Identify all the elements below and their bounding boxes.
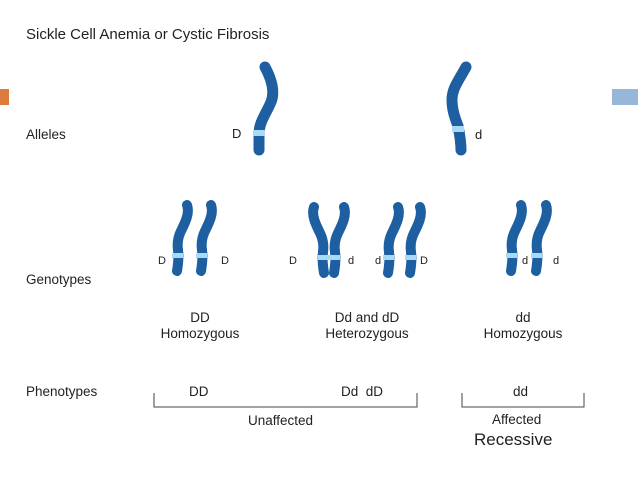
chromosome-pair-dD [383, 207, 421, 273]
zygosity-text: Homozygous [160, 326, 240, 341]
pair-DD-left-label: D [158, 255, 166, 267]
recessive-label: Recessive [474, 430, 553, 449]
zygosity-text: Homozygous [483, 326, 563, 341]
genotype-text: dd [515, 310, 531, 325]
right-accent-bar [612, 89, 638, 105]
pair-Dd-left-label: D [289, 255, 297, 267]
genotype-group-homozygous-dominant: DD Homozygous [140, 310, 260, 342]
affected-bracket [461, 393, 585, 408]
pair-dD-left-label: d [375, 255, 382, 267]
allele-label-recessive: d [475, 127, 483, 142]
alleles-row-label: Alleles [26, 127, 66, 142]
genotype-group-heterozygous: Dd and dD Heterozygous [302, 310, 432, 342]
pair-DD-right-label: D [221, 255, 229, 267]
genotype-group-homozygous-recessive: dd Homozygous [463, 310, 583, 342]
allele-label-dominant: D [232, 126, 242, 141]
pair-dd-left-label: d [522, 255, 529, 267]
zygosity-text: Heterozygous [325, 326, 409, 341]
phenotype-dd: dd [513, 384, 529, 399]
chromosome-pair-DD [172, 205, 212, 271]
pair-dd-right-label: d [553, 255, 560, 267]
unaffected-label: Unaffected [248, 413, 314, 428]
pair-Dd-right-label: d [348, 255, 355, 267]
genotype-text: Dd and dD [334, 310, 400, 325]
chromosome-pair-Dd [313, 207, 345, 273]
diagram-title: Sickle Cell Anemia or Cystic Fibrosis [26, 26, 270, 43]
left-accent-bar [0, 89, 9, 105]
genotype-text: DD [190, 310, 210, 325]
allele-chromosome-dominant [253, 61, 279, 156]
affected-label: Affected [492, 412, 542, 427]
phenotypes-row-label: Phenotypes [26, 384, 98, 399]
allele-chromosome-recessive [446, 61, 472, 156]
pair-dD-right-label: D [420, 255, 428, 267]
unaffected-bracket [153, 393, 418, 408]
phenotype-Dd-dD: Dd dD [341, 384, 384, 399]
genotypes-row-label: Genotypes [26, 272, 92, 287]
phenotype-DD: DD [189, 384, 209, 399]
